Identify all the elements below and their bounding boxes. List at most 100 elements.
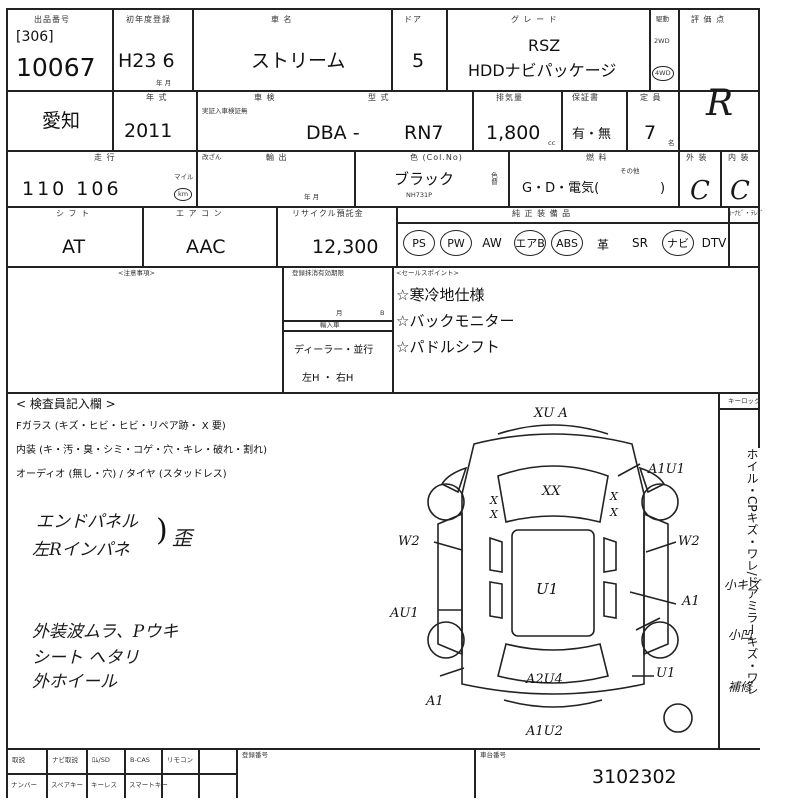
accessory-bottom-0: ナンバー (11, 781, 37, 789)
equipment-7: ナビ (662, 230, 694, 256)
handnote-warp: 歪 (172, 526, 192, 550)
score-label: 評 価 点 (691, 15, 726, 24)
auction-sheet: 出品番号 [306] 10067 初年度登録 H23 6 年 月 車 名 ストリ… (6, 8, 764, 798)
handnote-end-panel: エンドパネル (36, 512, 138, 532)
accessory-bottom-3: スマートキー (129, 781, 168, 789)
aircon-value: AAC (186, 236, 226, 258)
equipment-label: 純 正 装 備 品 (512, 209, 572, 218)
shift-label: シ フ ト (56, 209, 91, 218)
drive-2wd: 2WD (654, 37, 670, 45)
first-reg-label: 初年度登録 (126, 15, 171, 24)
handnote-exterior: 外装波ムラ、Pウキ (32, 622, 179, 642)
accessory-bottom-1: スペアキー (51, 781, 84, 789)
warranty-label: 保証書 (572, 93, 599, 102)
mark-x-3: X (610, 490, 618, 503)
export-sub: 年 月 (304, 193, 320, 201)
sales-point-3: ☆パドルシフト (396, 338, 500, 356)
accessory-top-3: B-CAS (130, 756, 150, 764)
mark-right-front-door: W2 (678, 534, 700, 549)
mileage-unit-mile: マイル (174, 173, 194, 181)
fuel-label: 燃 料 (586, 153, 608, 162)
reg-b-label: B (380, 309, 385, 317)
capacity-label: 定 員 (640, 93, 662, 102)
reg-number-label: 登録番号 (242, 751, 268, 759)
side-note-vertical: ホイル・CPキズ・ワレ/ドアミラーキズ・ワレ (745, 448, 759, 696)
interior-line: 内装 (キ・汚・臭・シミ・コゲ・穴・キレ・破れ・割れ) (16, 445, 267, 456)
mark-x-4: X (610, 506, 618, 519)
lot-code: [306] (16, 29, 54, 45)
exterior-value: C (690, 176, 710, 206)
region-value: 愛知 (42, 110, 81, 132)
score-value: R (706, 83, 734, 124)
grade-line-1: RSZ (528, 36, 561, 55)
mileage-value: 110 106 (22, 178, 122, 200)
audio-tire-line: オーディオ (無し・穴) / タイヤ (スタッドレス) (16, 469, 227, 480)
handnote-seat: シート へタリ (32, 648, 140, 668)
sales-point-1: ☆寒冷地仕様 (396, 286, 485, 304)
bracket: ) (156, 513, 168, 548)
model-year-label: 年 式 (146, 93, 168, 102)
shift-value: AT (62, 236, 86, 258)
equipment-1: PW (440, 230, 472, 256)
mark-front-bumper: XU A (534, 406, 568, 421)
mark-roof: U1 (536, 580, 559, 598)
color-value: ブラック (394, 170, 455, 188)
interior-label: 内 装 (728, 153, 750, 162)
grade-line-2: HDDナビパッケージ (468, 61, 617, 80)
mark-hood-x: XX (542, 484, 561, 499)
drive-4wd-circled: 4WD (652, 66, 674, 81)
fuel-value: G・D・電気( (522, 181, 600, 196)
model-year-value: 2011 (124, 120, 173, 142)
side-extra-small-scratch: 小キズ (724, 578, 761, 592)
side-extra-repair: 補修 (728, 680, 753, 694)
equipment-4: ABS (551, 230, 583, 256)
capacity-unit: 名 (668, 139, 675, 147)
grade-label: グ レ ー ド (511, 15, 558, 24)
accessory-top-2: ﾛﾑ/SD (92, 756, 110, 764)
displacement-value: 1,800 (486, 122, 541, 144)
reg-date-label: 登録抹消有効期限 (292, 269, 344, 277)
fuel-close: ) (660, 181, 666, 196)
car-name-value: ストリーム (251, 50, 346, 72)
color-label: 色 (Col.No) (410, 153, 463, 162)
accessory-bottom-2: キーレス (91, 781, 117, 789)
exhibit-no-label: 出品番号 (34, 15, 70, 24)
mark-rear-bumper: A1U2 (526, 724, 563, 739)
fuel-other: その他 (620, 167, 640, 175)
glass-line: Fガラス (キズ・ヒビ・ヒビ・リペア跡・ X 要) (16, 421, 226, 432)
recycle-amount: 12,300 (312, 236, 379, 258)
mark-left-rear-door: AU1 (390, 606, 419, 621)
meter-label: 改ざん (202, 153, 222, 161)
equipment-8: DTV (701, 236, 727, 250)
mark-right-rear: U1 (656, 666, 676, 681)
car-damage-diagram (427, 424, 693, 733)
import-label: 輸入車 (320, 321, 340, 329)
recycle-label: リサイクル預託金 (292, 209, 364, 218)
interior-value: C (730, 176, 750, 206)
car-name-label: 車 名 (271, 15, 293, 24)
chassis-number-label: 車台番号 (480, 751, 506, 759)
chassis-number-value: 3102302 (592, 766, 677, 788)
mark-x-1: X (490, 494, 498, 507)
mark-left-rear: A1 (426, 694, 444, 709)
doors-value: 5 (412, 50, 425, 72)
mileage-label: 走 行 (94, 153, 116, 162)
import-dealer: ディーラー・並行 (294, 345, 374, 356)
displacement-unit: cc (548, 139, 556, 147)
mark-x-2: X (490, 508, 498, 521)
inspection-sub: 実証入車検証無 (202, 107, 248, 115)
equipment-6: SR (632, 236, 648, 250)
displacement-label: 排気量 (496, 93, 523, 102)
type-label: 型 式 (368, 93, 390, 102)
type-model: RN7 (404, 122, 444, 144)
inspector-label: < 検査員記入欄 > (16, 397, 116, 411)
mark-rear-gate: A2U4 (526, 672, 563, 687)
accessory-top-4: リモコン (167, 756, 193, 764)
color-number: NH731P (406, 191, 433, 199)
equipment-3: エアB (514, 230, 546, 256)
handnote-wheel: 外ホイール (32, 672, 117, 692)
notes-label: <注意事項> (118, 269, 155, 277)
mark-right-rear-door: A1 (682, 594, 700, 609)
warranty-flag: 有・無 (572, 127, 612, 142)
inspection-label: 車 検 (254, 93, 276, 102)
